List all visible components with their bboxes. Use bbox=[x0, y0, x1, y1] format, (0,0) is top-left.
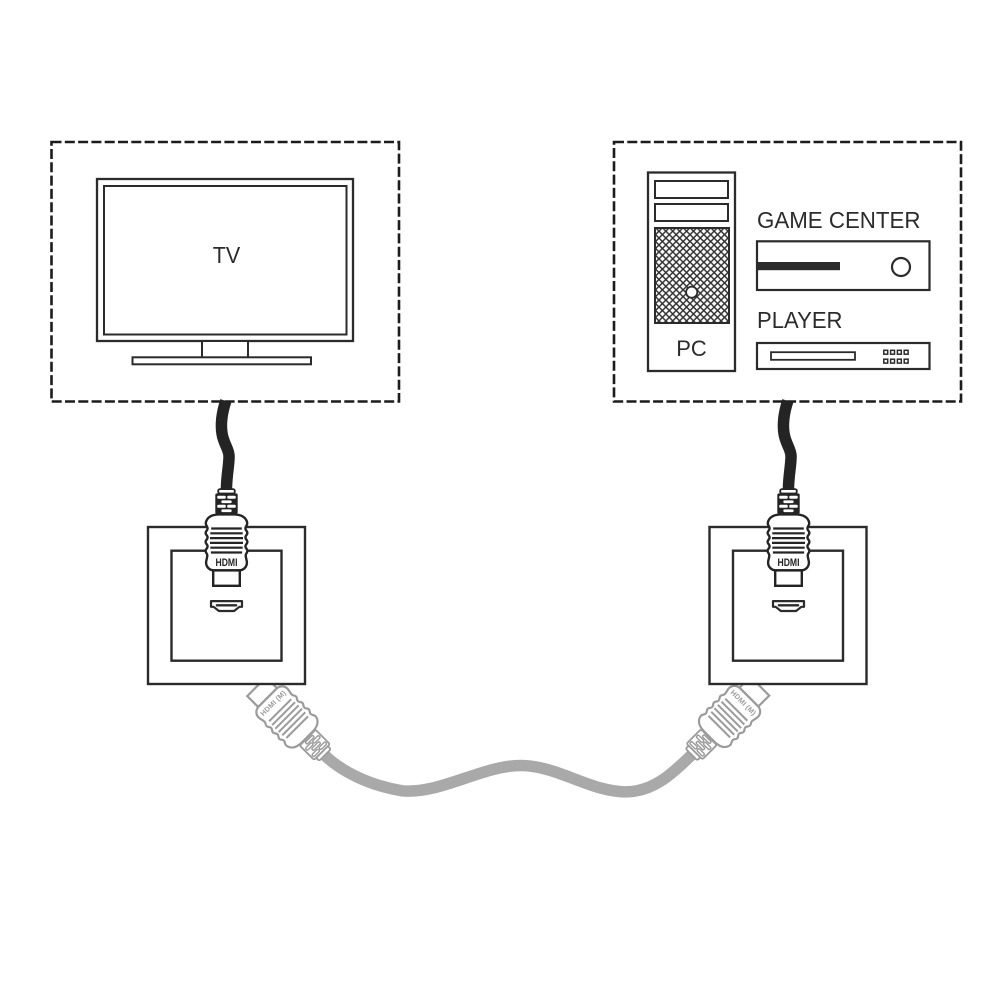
svg-text:PLAYER: PLAYER bbox=[757, 307, 843, 333]
svg-text:GAME CENTER: GAME CENTER bbox=[757, 207, 921, 233]
svg-text:TV: TV bbox=[213, 242, 241, 268]
svg-text:PC: PC bbox=[676, 336, 707, 361]
